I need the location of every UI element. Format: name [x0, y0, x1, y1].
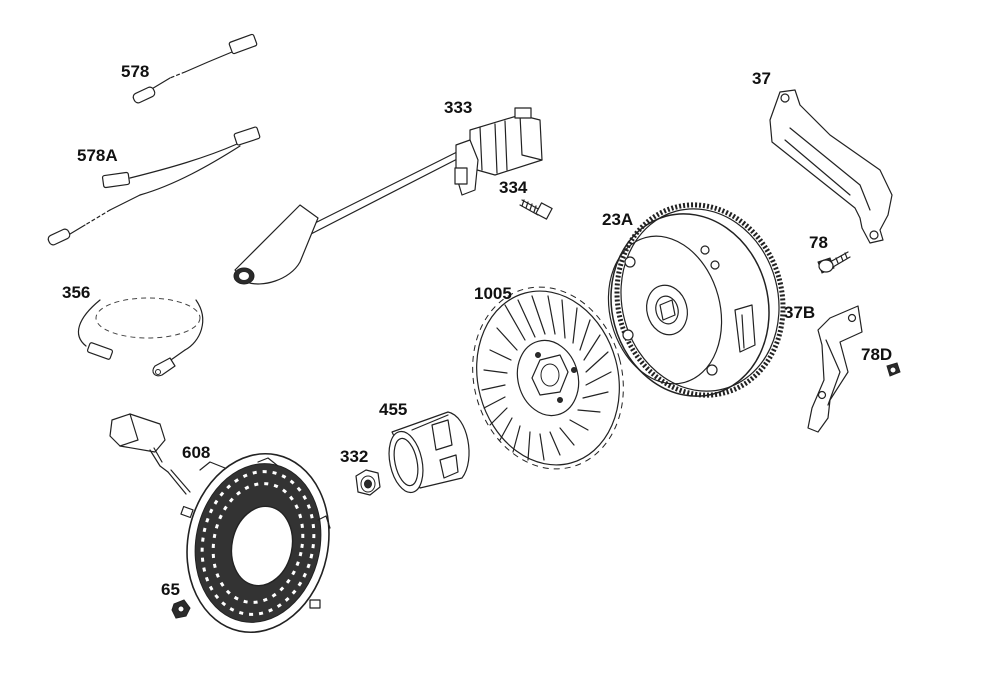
part-78-screw[interactable]	[817, 251, 851, 274]
label-578: 578	[121, 62, 149, 81]
part-37b-bracket[interactable]	[807, 305, 863, 433]
label-356: 356	[62, 283, 90, 302]
part-78d-screw[interactable]	[886, 362, 901, 377]
label-23a: 23A	[602, 210, 633, 229]
part-333-starter-motor[interactable]	[233, 107, 543, 285]
part-608-rewind-starter[interactable]	[109, 413, 345, 646]
part-23a-flywheel[interactable]	[591, 186, 804, 414]
label-78: 78	[809, 233, 828, 252]
label-1005: 1005	[474, 284, 512, 303]
label-78d: 78D	[861, 345, 892, 364]
part-37-bracket[interactable]	[769, 89, 893, 244]
part-455-starter-cup[interactable]	[384, 411, 470, 496]
label-608: 608	[182, 443, 210, 462]
label-37b: 37B	[784, 303, 815, 322]
part-578-wire-lead[interactable]	[132, 33, 258, 104]
part-65-nut[interactable]	[171, 599, 191, 619]
part-332-nut[interactable]	[355, 469, 381, 496]
label-455: 455	[379, 400, 407, 419]
part-1005-cooling-fan[interactable]	[453, 270, 644, 486]
part-356-ground-wire[interactable]	[77, 297, 204, 377]
label-332: 332	[340, 447, 368, 466]
label-37: 37	[752, 69, 771, 88]
label-334: 334	[499, 178, 528, 197]
part-334-screw[interactable]	[519, 199, 553, 220]
part-578a-wire-harness[interactable]	[47, 126, 261, 247]
label-65: 65	[161, 580, 180, 599]
label-578a: 578A	[77, 146, 118, 165]
label-333: 333	[444, 98, 472, 117]
